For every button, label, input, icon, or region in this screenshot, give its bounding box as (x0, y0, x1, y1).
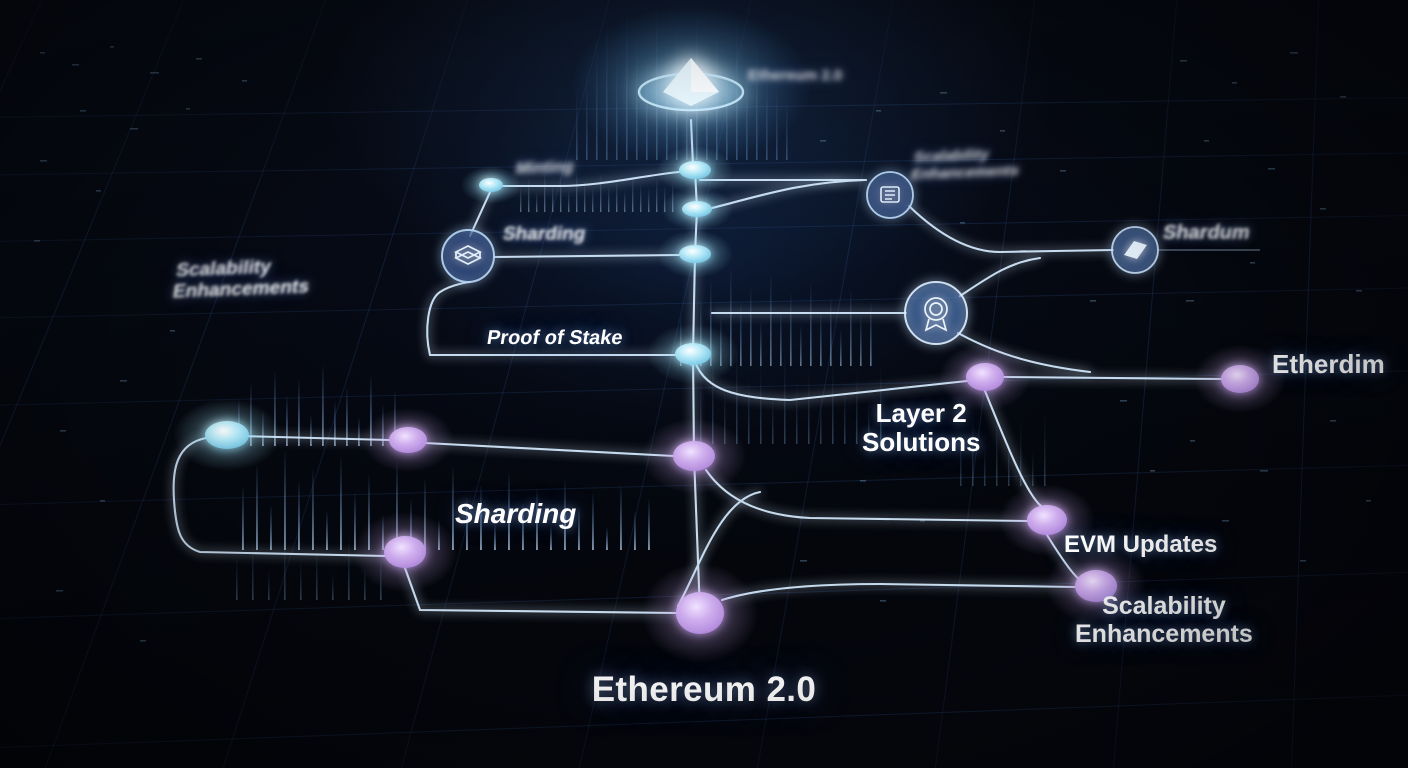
node-spine-1[interactable] (679, 161, 711, 179)
node-layer2-purple[interactable] (966, 363, 1004, 391)
node-spine-3[interactable] (679, 245, 711, 263)
node-spine-6[interactable] (676, 592, 724, 634)
node-branch-top-left[interactable] (479, 178, 503, 192)
node-scalability-chip[interactable] (866, 171, 914, 219)
node-spine-2[interactable] (682, 201, 712, 217)
page-title: Ethereum 2.0 (591, 670, 817, 709)
node-etherdim-purple[interactable] (1221, 365, 1259, 393)
node-shardum-card[interactable] (1111, 226, 1159, 274)
node-scalability-purple[interactable] (1075, 570, 1117, 602)
node-left-purple-b[interactable] (384, 536, 426, 568)
node-spine-5[interactable] (673, 441, 715, 471)
node-spine-4[interactable] (675, 343, 711, 365)
node-consensus-seal[interactable] (904, 281, 968, 345)
node-left-cyan[interactable] (205, 421, 249, 449)
node-sharding-cube[interactable] (441, 229, 495, 283)
node-dots (173, 146, 1286, 663)
node-evm-purple[interactable] (1027, 505, 1067, 535)
node-left-purple-a[interactable] (389, 427, 427, 453)
